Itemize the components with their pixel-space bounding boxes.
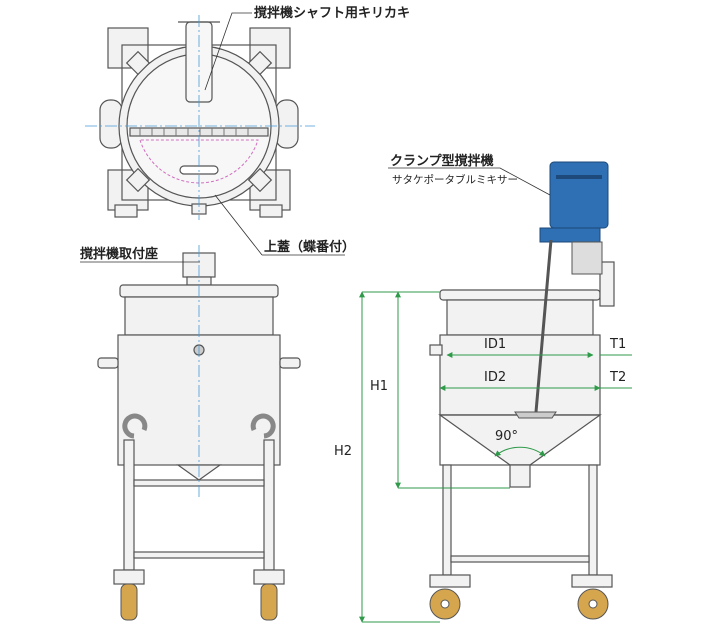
side-body	[439, 334, 601, 416]
id2-label: ID2	[484, 370, 506, 385]
t2-label: T2	[609, 370, 626, 385]
h1-label: H1	[370, 379, 388, 394]
clamp-mixer	[514, 161, 609, 419]
center-lines-top	[85, 15, 315, 220]
top-lid-label: 上蓋（蝶番付）	[264, 239, 355, 255]
front-view	[97, 252, 301, 585]
side-cone	[438, 414, 602, 466]
h2-label: H2	[334, 444, 352, 459]
impeller	[514, 411, 557, 419]
id1-label: ID1	[484, 337, 506, 352]
leader-lines	[80, 12, 551, 263]
mixer-shaft	[534, 239, 553, 413]
mixer-motor	[549, 161, 609, 229]
side-view	[429, 261, 615, 588]
side-wheels	[429, 588, 609, 620]
side-lid	[439, 289, 601, 301]
hinge-teeth	[139, 128, 249, 136]
lid-half-outline	[139, 139, 259, 184]
mixer-model-label: サタケポータブルミキサー	[392, 173, 518, 186]
mount-seat-label: 撹拌機取付座	[80, 246, 158, 262]
cone-angle-label: 90°	[495, 429, 518, 444]
clamp-mixer-label: クランプ型撹拌機	[390, 153, 494, 169]
t1-label: T1	[609, 337, 626, 352]
dimension-lines	[359, 291, 632, 623]
front-wheels	[120, 583, 278, 621]
shaft-cutout-label: 撹拌機シャフト用キリカキ	[254, 5, 410, 21]
